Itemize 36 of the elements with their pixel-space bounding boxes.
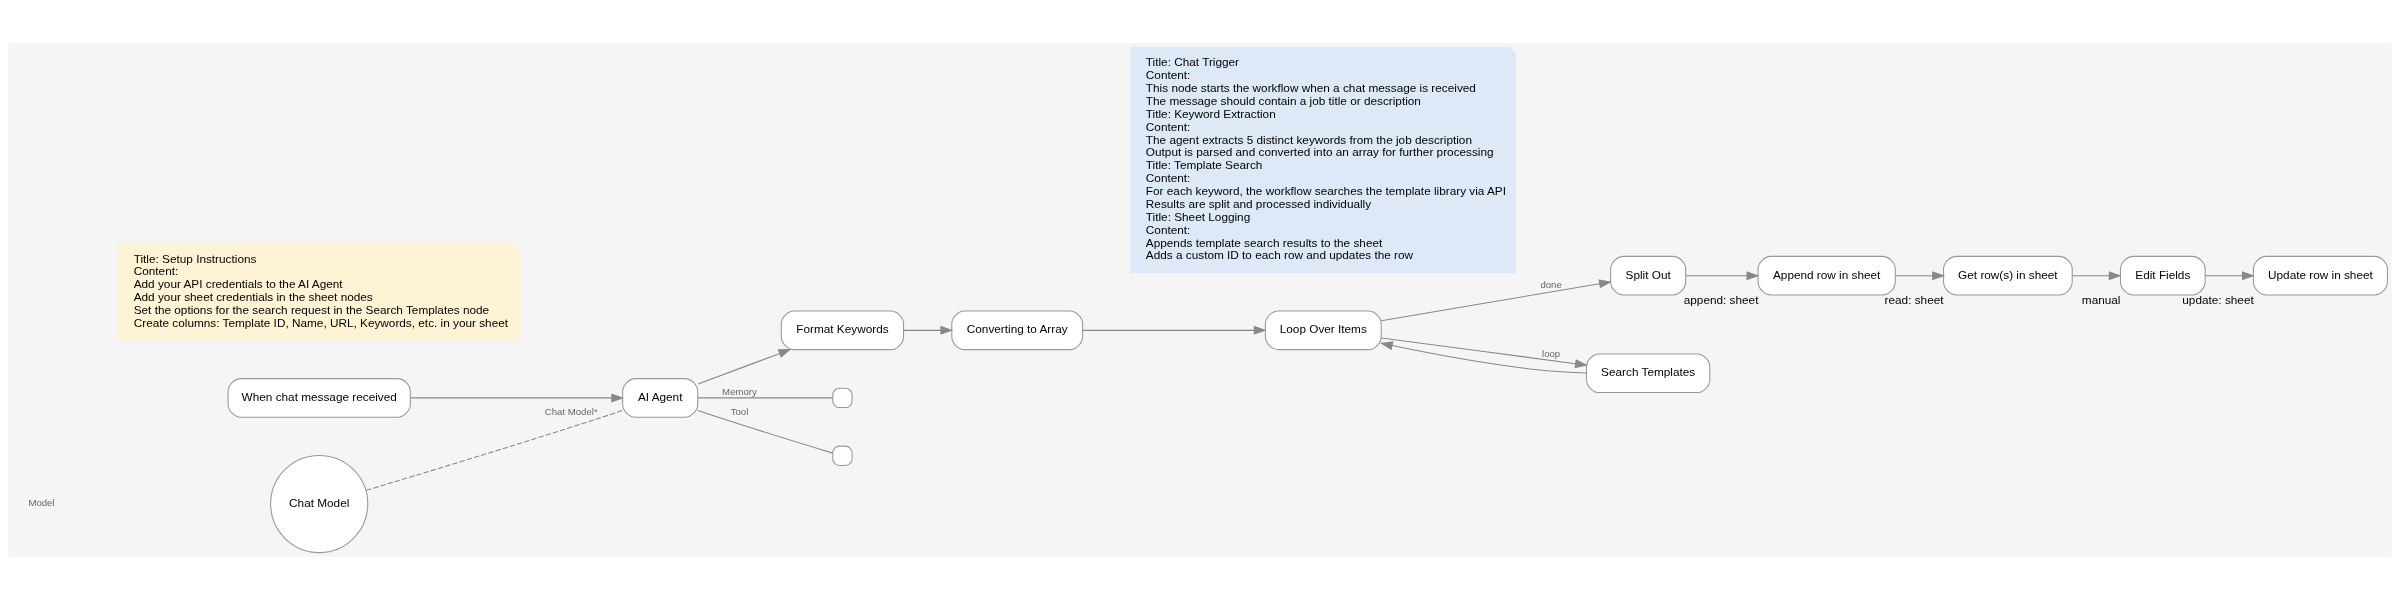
node-box: Search Templates xyxy=(1586,353,1711,394)
node-label: read: sheet xyxy=(1884,293,1944,307)
edge-label: Chat Model* xyxy=(544,406,598,418)
node-box xyxy=(832,445,853,466)
node-box: Split Out xyxy=(1610,255,1687,296)
node-box: Append row in sheet xyxy=(1757,255,1896,296)
node-box: Update row in sheet xyxy=(2252,255,2388,296)
node-box: Converting to Array xyxy=(951,310,1084,351)
edge-label: done xyxy=(1540,278,1562,290)
arrow xyxy=(1380,279,1612,322)
arrow xyxy=(697,349,792,385)
node-box: Format Keywords xyxy=(780,310,905,351)
edge-label: Tool xyxy=(730,406,749,418)
edge-label: loop xyxy=(1542,348,1561,360)
arrow xyxy=(410,393,625,403)
arrow xyxy=(1685,271,1760,281)
arrow xyxy=(903,325,954,335)
edge-label: Memory xyxy=(722,385,757,397)
node-label: manual xyxy=(2081,293,2121,307)
node-box: Get row(s) in sheet xyxy=(1943,255,2073,296)
node-box: When chat message received xyxy=(227,378,411,418)
node-label: append: sheet xyxy=(1683,293,1759,307)
connector xyxy=(365,409,624,491)
arrow xyxy=(1894,271,1946,281)
connector xyxy=(697,397,834,399)
node-box: Loop Over Items xyxy=(1264,310,1382,351)
connector xyxy=(697,409,834,454)
arrow xyxy=(1082,325,1267,335)
node-box xyxy=(832,387,853,409)
node-box: Edit Fields xyxy=(2119,255,2206,296)
label: Model xyxy=(28,497,55,509)
arrow xyxy=(2205,271,2255,281)
arrow xyxy=(2071,271,2122,281)
node-circle: Chat Model xyxy=(270,454,369,554)
node-box: AI Agent xyxy=(622,378,699,418)
node-label: update: sheet xyxy=(2182,293,2254,307)
